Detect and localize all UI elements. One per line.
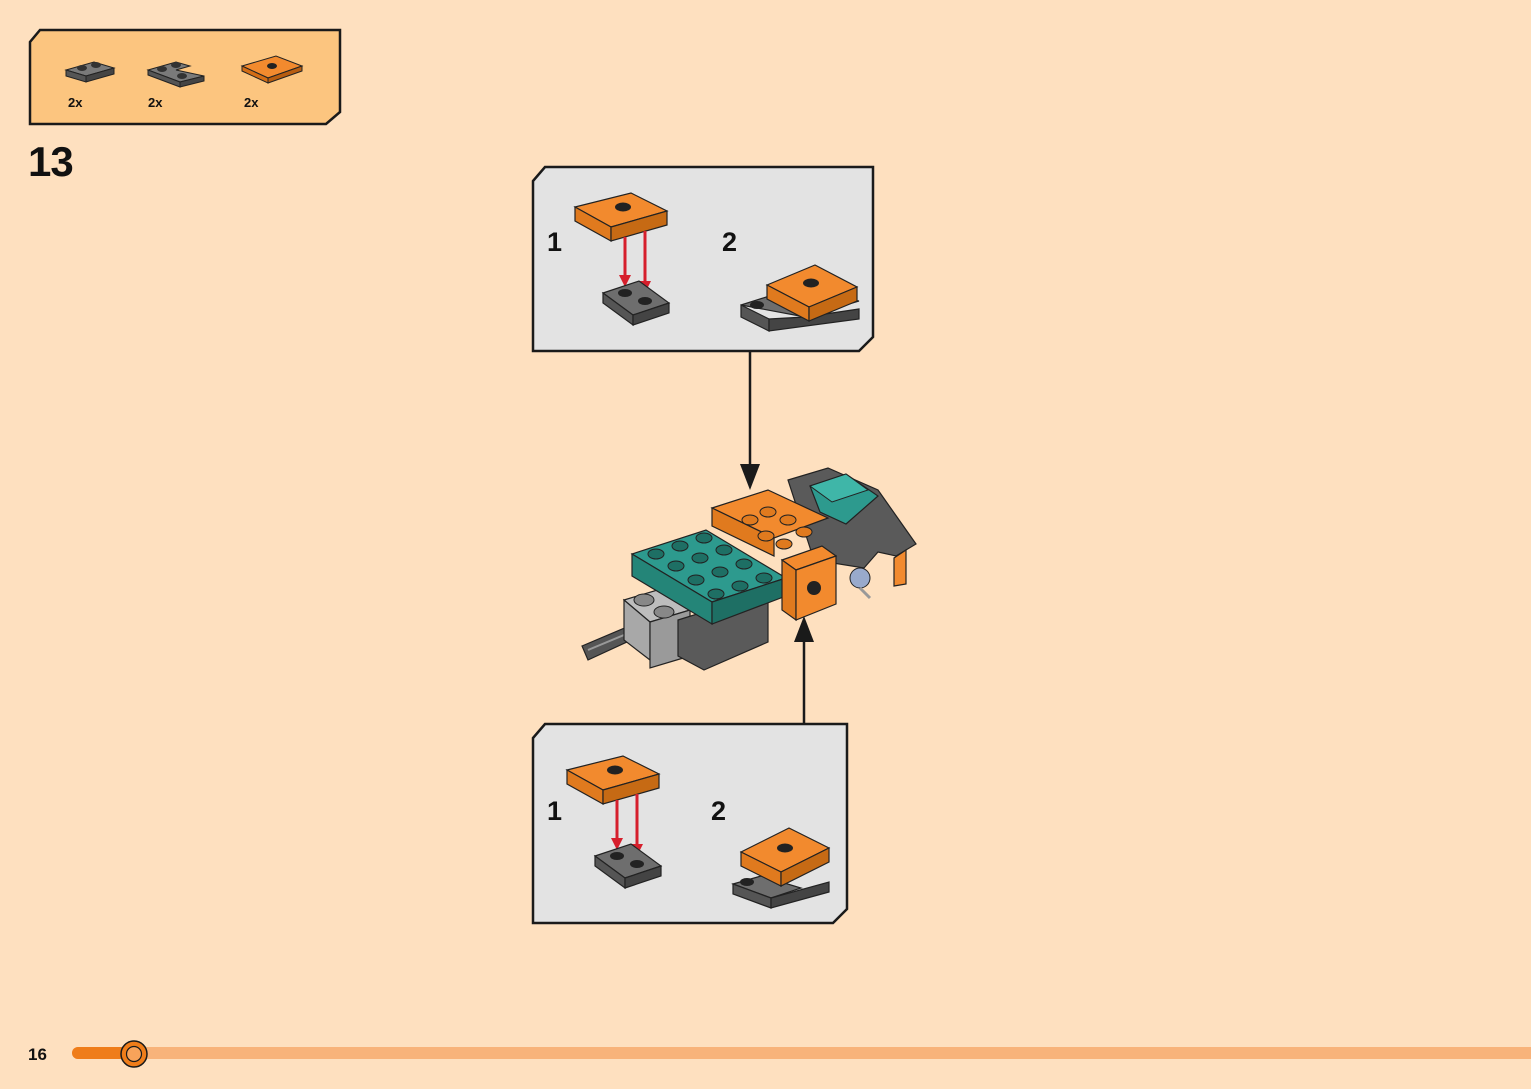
progress-knob-icon <box>120 1040 148 1068</box>
sub-step-label: 1 <box>547 796 563 826</box>
progress-fill <box>72 1047 130 1059</box>
brick-combined-illustration <box>731 827 831 909</box>
subassembly-box-top: 1 2 <box>531 165 876 353</box>
page-number: 16 <box>28 1045 47 1064</box>
brick-combined-illustration <box>740 264 860 332</box>
progress-track <box>72 1047 1531 1059</box>
part-orange-plate-icon <box>240 55 304 84</box>
up-arrow-icon <box>794 616 814 726</box>
step-number: 13 <box>28 138 74 185</box>
part-corner-plate-icon <box>146 61 205 88</box>
brick-drop-illustration <box>565 755 663 890</box>
part-quantity: 2x <box>148 95 163 110</box>
main-model-illustration <box>581 467 917 671</box>
subassembly-box-bottom: 1 2 <box>531 722 850 925</box>
down-arrow-icon <box>740 352 760 490</box>
part-quantity: 2x <box>244 95 259 110</box>
parts-list-callout: 2x 2x 2x <box>28 28 342 126</box>
brick-drop-illustration <box>573 192 671 327</box>
sub-step-label: 1 <box>547 227 563 257</box>
part-plate-1x2-icon <box>64 61 116 83</box>
sub-step-label: 2 <box>711 796 727 826</box>
part-quantity: 2x <box>68 95 83 110</box>
sub-step-label: 2 <box>722 227 738 257</box>
